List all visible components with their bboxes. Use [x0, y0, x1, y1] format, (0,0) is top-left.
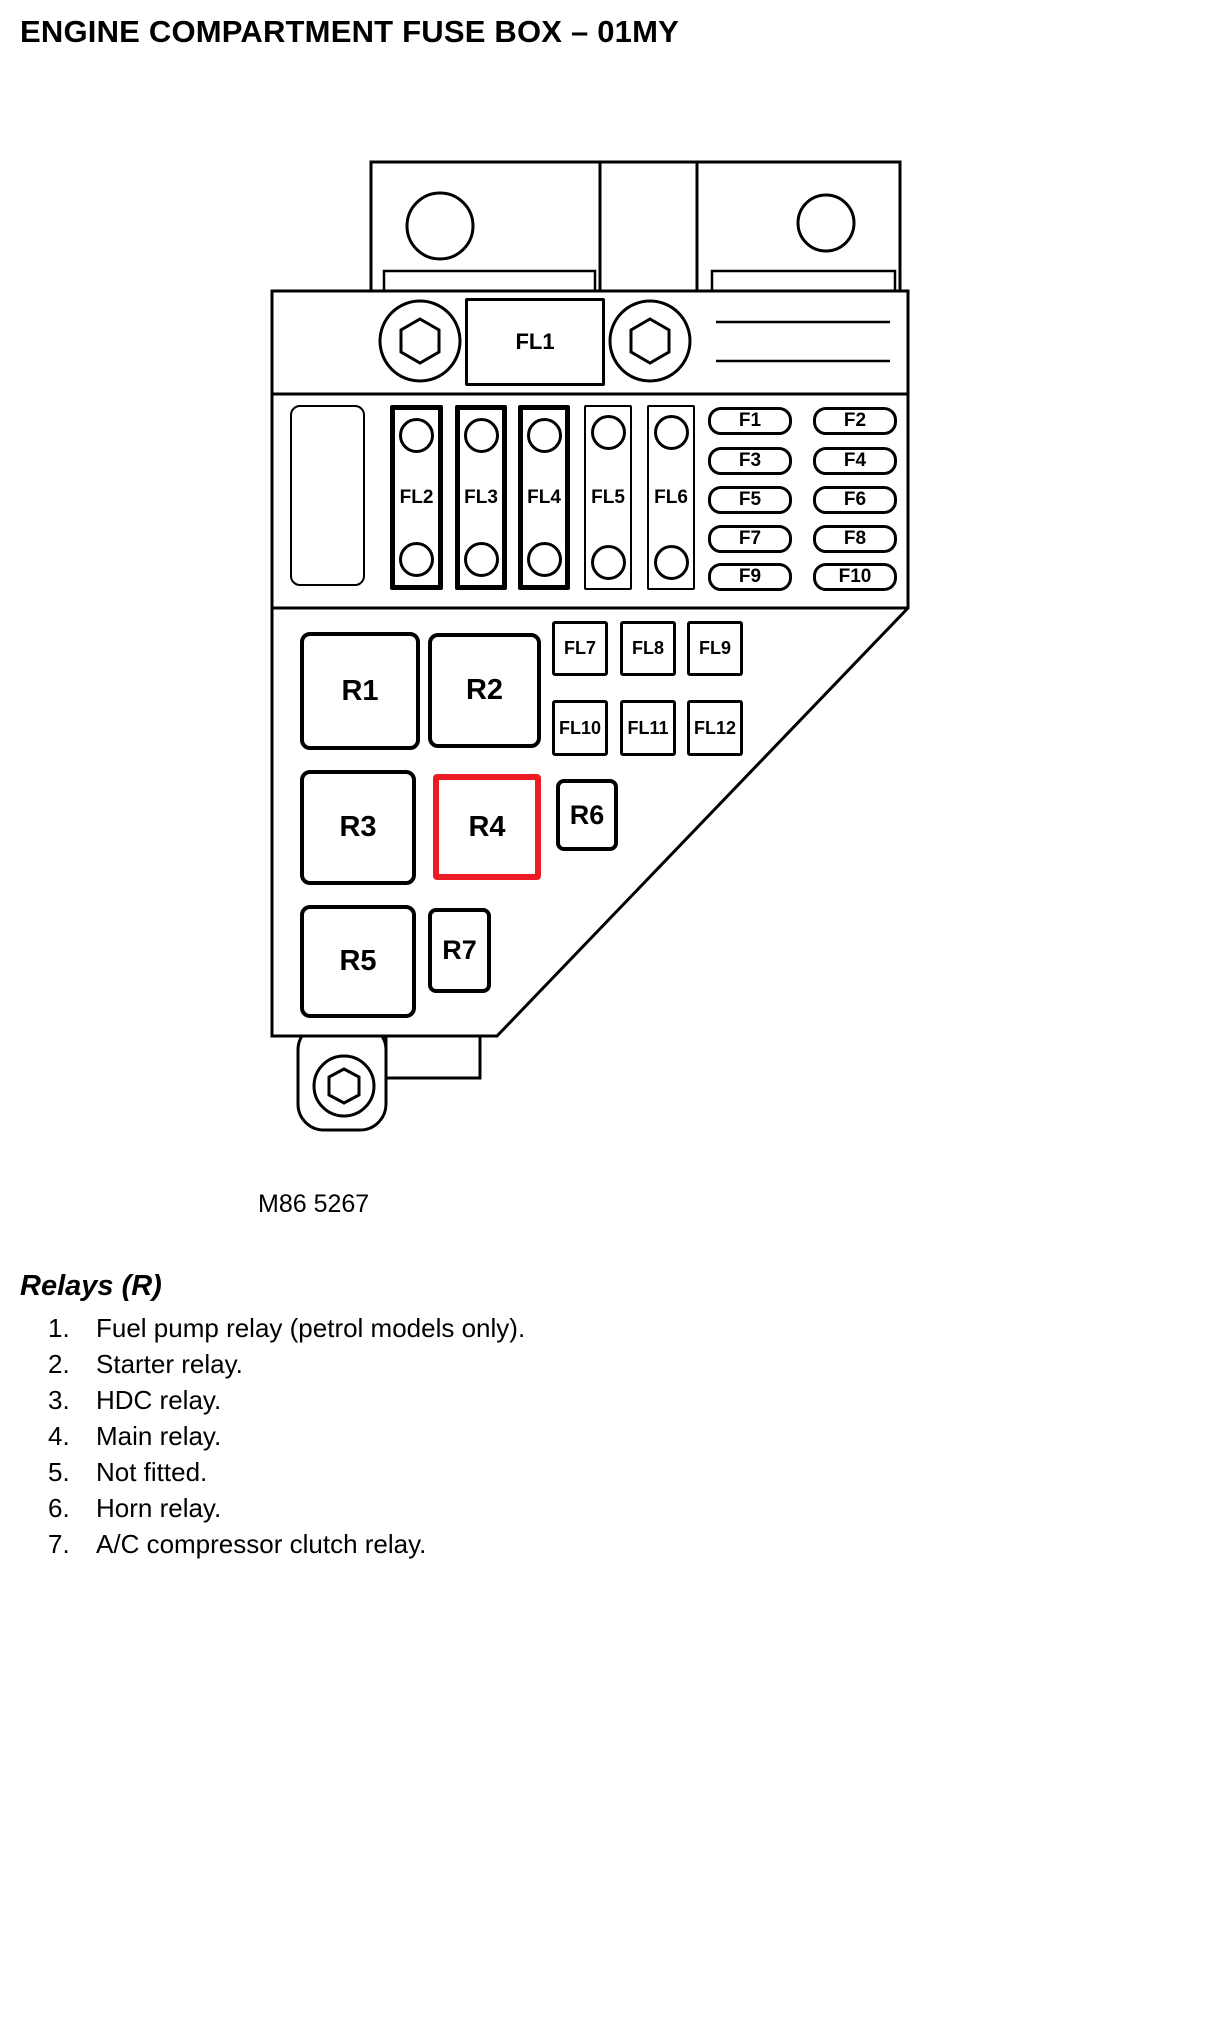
- fuse-f1: F1: [708, 407, 792, 435]
- relay-r2: R2: [428, 633, 541, 748]
- hex-bolt-bottom-icon: [312, 1054, 376, 1118]
- item-number: 6.: [48, 1493, 70, 1523]
- item-text: Main relay.: [96, 1421, 222, 1451]
- item-text: Not fitted.: [96, 1457, 208, 1487]
- fuse-f8: F8: [813, 525, 897, 553]
- item-number: 1.: [48, 1313, 70, 1343]
- list-item: 5. Not fitted.: [48, 1454, 525, 1490]
- hex-bolt-right-icon: [608, 299, 692, 383]
- fusible-link-label: FL2: [399, 486, 434, 508]
- fuse-f4: F4: [813, 447, 897, 475]
- terminal-icon: [590, 415, 626, 450]
- item-text: HDC relay.: [96, 1385, 222, 1415]
- fusible-link-fl2: FL2: [390, 405, 443, 590]
- terminal-icon: [526, 542, 562, 577]
- legend-heading: Relays (R): [20, 1270, 162, 1302]
- fusible-link-fl11: FL11: [620, 700, 676, 756]
- blank-slot: [290, 405, 365, 586]
- terminal-icon: [463, 418, 499, 453]
- hex-nut-left-icon: [399, 317, 441, 365]
- fusible-link-fl7: FL7: [552, 621, 608, 676]
- item-text: Horn relay.: [96, 1493, 222, 1523]
- item-number: 5.: [48, 1457, 70, 1487]
- bottom-step: [384, 1028, 482, 1080]
- list-item: 6. Horn relay.: [48, 1490, 525, 1526]
- item-text: Fuel pump relay (petrol models only).: [96, 1313, 526, 1343]
- terminal-icon: [653, 415, 689, 450]
- relay-r3: R3: [300, 770, 416, 885]
- fusible-link-label: FL5: [591, 486, 625, 508]
- fusible-link-fl4: FL4: [518, 405, 570, 590]
- relay-legend-list: 1. Fuel pump relay (petrol models only).…: [48, 1310, 525, 1562]
- page-title: ENGINE COMPARTMENT FUSE BOX – 01MY: [20, 14, 680, 49]
- relay-r6: R6: [556, 779, 618, 851]
- terminal-icon: [526, 418, 562, 453]
- fusible-link-label: FL4: [527, 486, 561, 508]
- hex-nut-bottom-icon: [327, 1067, 361, 1105]
- relay-r5: R5: [300, 905, 416, 1018]
- fusible-link-fl3: FL3: [455, 405, 507, 590]
- hex-nut-right-icon: [629, 317, 671, 365]
- item-number: 4.: [48, 1421, 70, 1451]
- list-item: 7. A/C compressor clutch relay.: [48, 1526, 525, 1562]
- fuse-f3: F3: [708, 447, 792, 475]
- terminal-icon: [399, 542, 434, 577]
- item-number: 2.: [48, 1349, 70, 1379]
- hex-bolt-left-icon: [378, 299, 462, 383]
- fusible-link-fl12: FL12: [687, 700, 743, 756]
- relay-r4-highlighted: R4: [433, 774, 541, 880]
- mounting-hole-right-icon: [796, 193, 856, 253]
- fusible-link-label: FL6: [654, 486, 688, 508]
- fusible-link-fl8: FL8: [620, 621, 676, 676]
- fusible-link-fl9: FL9: [687, 621, 743, 676]
- fuse-f10: F10: [813, 563, 897, 591]
- item-text: A/C compressor clutch relay.: [96, 1529, 427, 1559]
- list-item: 4. Main relay.: [48, 1418, 525, 1454]
- terminal-icon: [653, 545, 689, 580]
- fuse-f7: F7: [708, 525, 792, 553]
- terminal-icon: [399, 418, 434, 453]
- item-number: 3.: [48, 1385, 70, 1415]
- terminal-icon: [463, 542, 499, 577]
- figure-reference: M86 5267: [258, 1190, 370, 1218]
- fuse-f2: F2: [813, 407, 897, 435]
- relay-r7: R7: [428, 908, 491, 993]
- relay-r1: R1: [300, 632, 420, 750]
- item-number: 7.: [48, 1529, 70, 1559]
- list-item: 1. Fuel pump relay (petrol models only).: [48, 1310, 525, 1346]
- fusible-link-fl10: FL10: [552, 700, 608, 756]
- list-item: 3. HDC relay.: [48, 1382, 525, 1418]
- fuse-f5: F5: [708, 486, 792, 514]
- item-text: Starter relay.: [96, 1349, 243, 1379]
- fusible-link-label: FL3: [464, 486, 498, 508]
- top-bracket: [369, 160, 902, 294]
- mounting-hole-left-icon: [405, 191, 475, 261]
- fusible-link-fl1: FL1: [465, 298, 605, 386]
- fuse-f6: F6: [813, 486, 897, 514]
- fusible-link-fl6: FL6: [647, 405, 695, 590]
- list-item: 2. Starter relay.: [48, 1346, 525, 1382]
- terminal-icon: [590, 545, 626, 580]
- fusible-link-fl5: FL5: [584, 405, 632, 590]
- fuse-f9: F9: [708, 563, 792, 591]
